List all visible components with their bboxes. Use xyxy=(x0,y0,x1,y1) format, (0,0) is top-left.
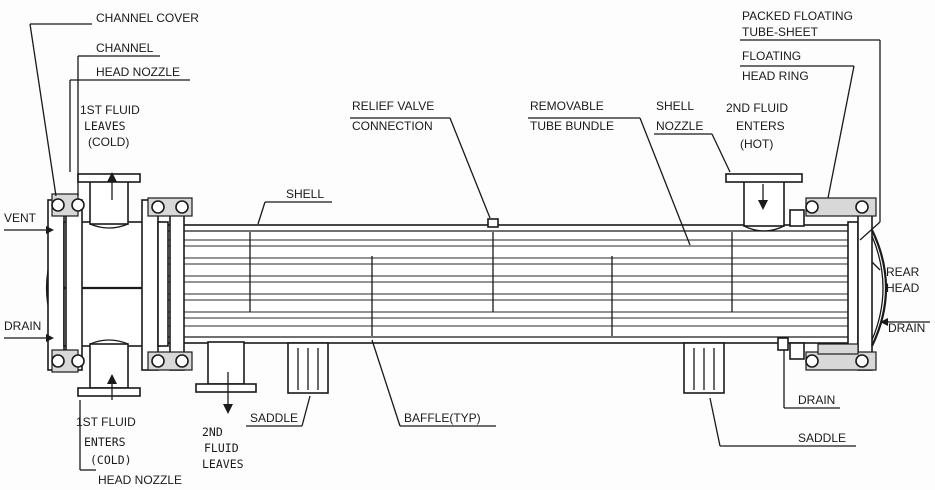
label-baffle: BAFFLE(TYP) xyxy=(404,411,481,425)
label-drain-right: DRAIN xyxy=(888,321,925,335)
relief-valve-connection xyxy=(487,218,499,228)
label-vent: VENT xyxy=(4,211,37,225)
channel xyxy=(45,173,193,397)
label-fluid1-enters-1: 1ST FLUID xyxy=(76,415,136,429)
label-rear-head-1: REAR xyxy=(886,265,920,279)
label-rear-head-2: HEAD xyxy=(886,281,920,295)
label-packed-floating-2: TUBE-SHEET xyxy=(742,25,819,39)
label-relief-valve-1: RELIEF VALVE xyxy=(352,99,434,113)
label-head-nozzle-bottom: HEAD NOZZLE xyxy=(98,473,182,487)
tube-bundle xyxy=(168,239,850,327)
shell-nozzle-top xyxy=(725,173,803,232)
label-removable-tube-bundle-2: TUBE BUNDLE xyxy=(530,119,614,133)
label-floating-head-ring-1: FLOATING xyxy=(742,49,801,63)
label-shell-nozzle-1: SHELL xyxy=(656,99,694,113)
label-fluid2-leaves-3: LEAVES xyxy=(202,457,244,471)
label-relief-valve-2: CONNECTION xyxy=(352,119,433,133)
rear-head xyxy=(777,197,888,371)
label-shell-nozzle-2: NOZZLE xyxy=(656,119,703,133)
label-packed-floating-1: PACKED FLOATING xyxy=(742,9,853,23)
saddles xyxy=(287,342,725,394)
label-channel: CHANNEL xyxy=(96,41,154,55)
label-drain-bottom: DRAIN xyxy=(798,393,835,407)
leader-lines xyxy=(4,23,930,471)
fluid1-arrows xyxy=(107,172,117,400)
label-removable-tube-bundle-1: REMOVABLE xyxy=(530,99,604,113)
label-floating-head-ring-2: HEAD RING xyxy=(742,69,809,83)
label-fluid2-enters-2: ENTERS xyxy=(736,119,785,133)
label-fluid1-leaves-1: 1ST FLUID xyxy=(80,103,140,117)
shell-body xyxy=(159,224,861,344)
label-shell: SHELL xyxy=(286,187,324,201)
label-fluid2-leaves-1: 2ND xyxy=(202,425,223,439)
label-fluid1-enters-3: (COLD) xyxy=(90,453,132,467)
label-fluid2-enters-1: 2ND FLUID xyxy=(726,101,788,115)
label-fluid2-enters-3: (HOT) xyxy=(740,137,773,151)
shell-nozzle-bottom xyxy=(195,341,257,414)
label-fluid1-leaves-2: LEAVES xyxy=(84,119,126,133)
text-labels: CHANNEL COVER CHANNEL HEAD NOZZLE 1ST FL… xyxy=(4,9,925,487)
label-saddle-left: SADDLE xyxy=(250,411,298,425)
label-drain-left: DRAIN xyxy=(4,319,41,333)
label-fluid1-leaves-3: (COLD) xyxy=(88,135,129,149)
label-fluid1-enters-2: ENTERS xyxy=(84,435,126,449)
label-saddle-right: SADDLE xyxy=(798,431,846,445)
label-channel-cover: CHANNEL COVER xyxy=(96,11,199,25)
label-fluid2-leaves-2: FLUID xyxy=(204,441,239,455)
label-head-nozzle-top: HEAD NOZZLE xyxy=(96,65,180,79)
baffles xyxy=(249,232,733,336)
